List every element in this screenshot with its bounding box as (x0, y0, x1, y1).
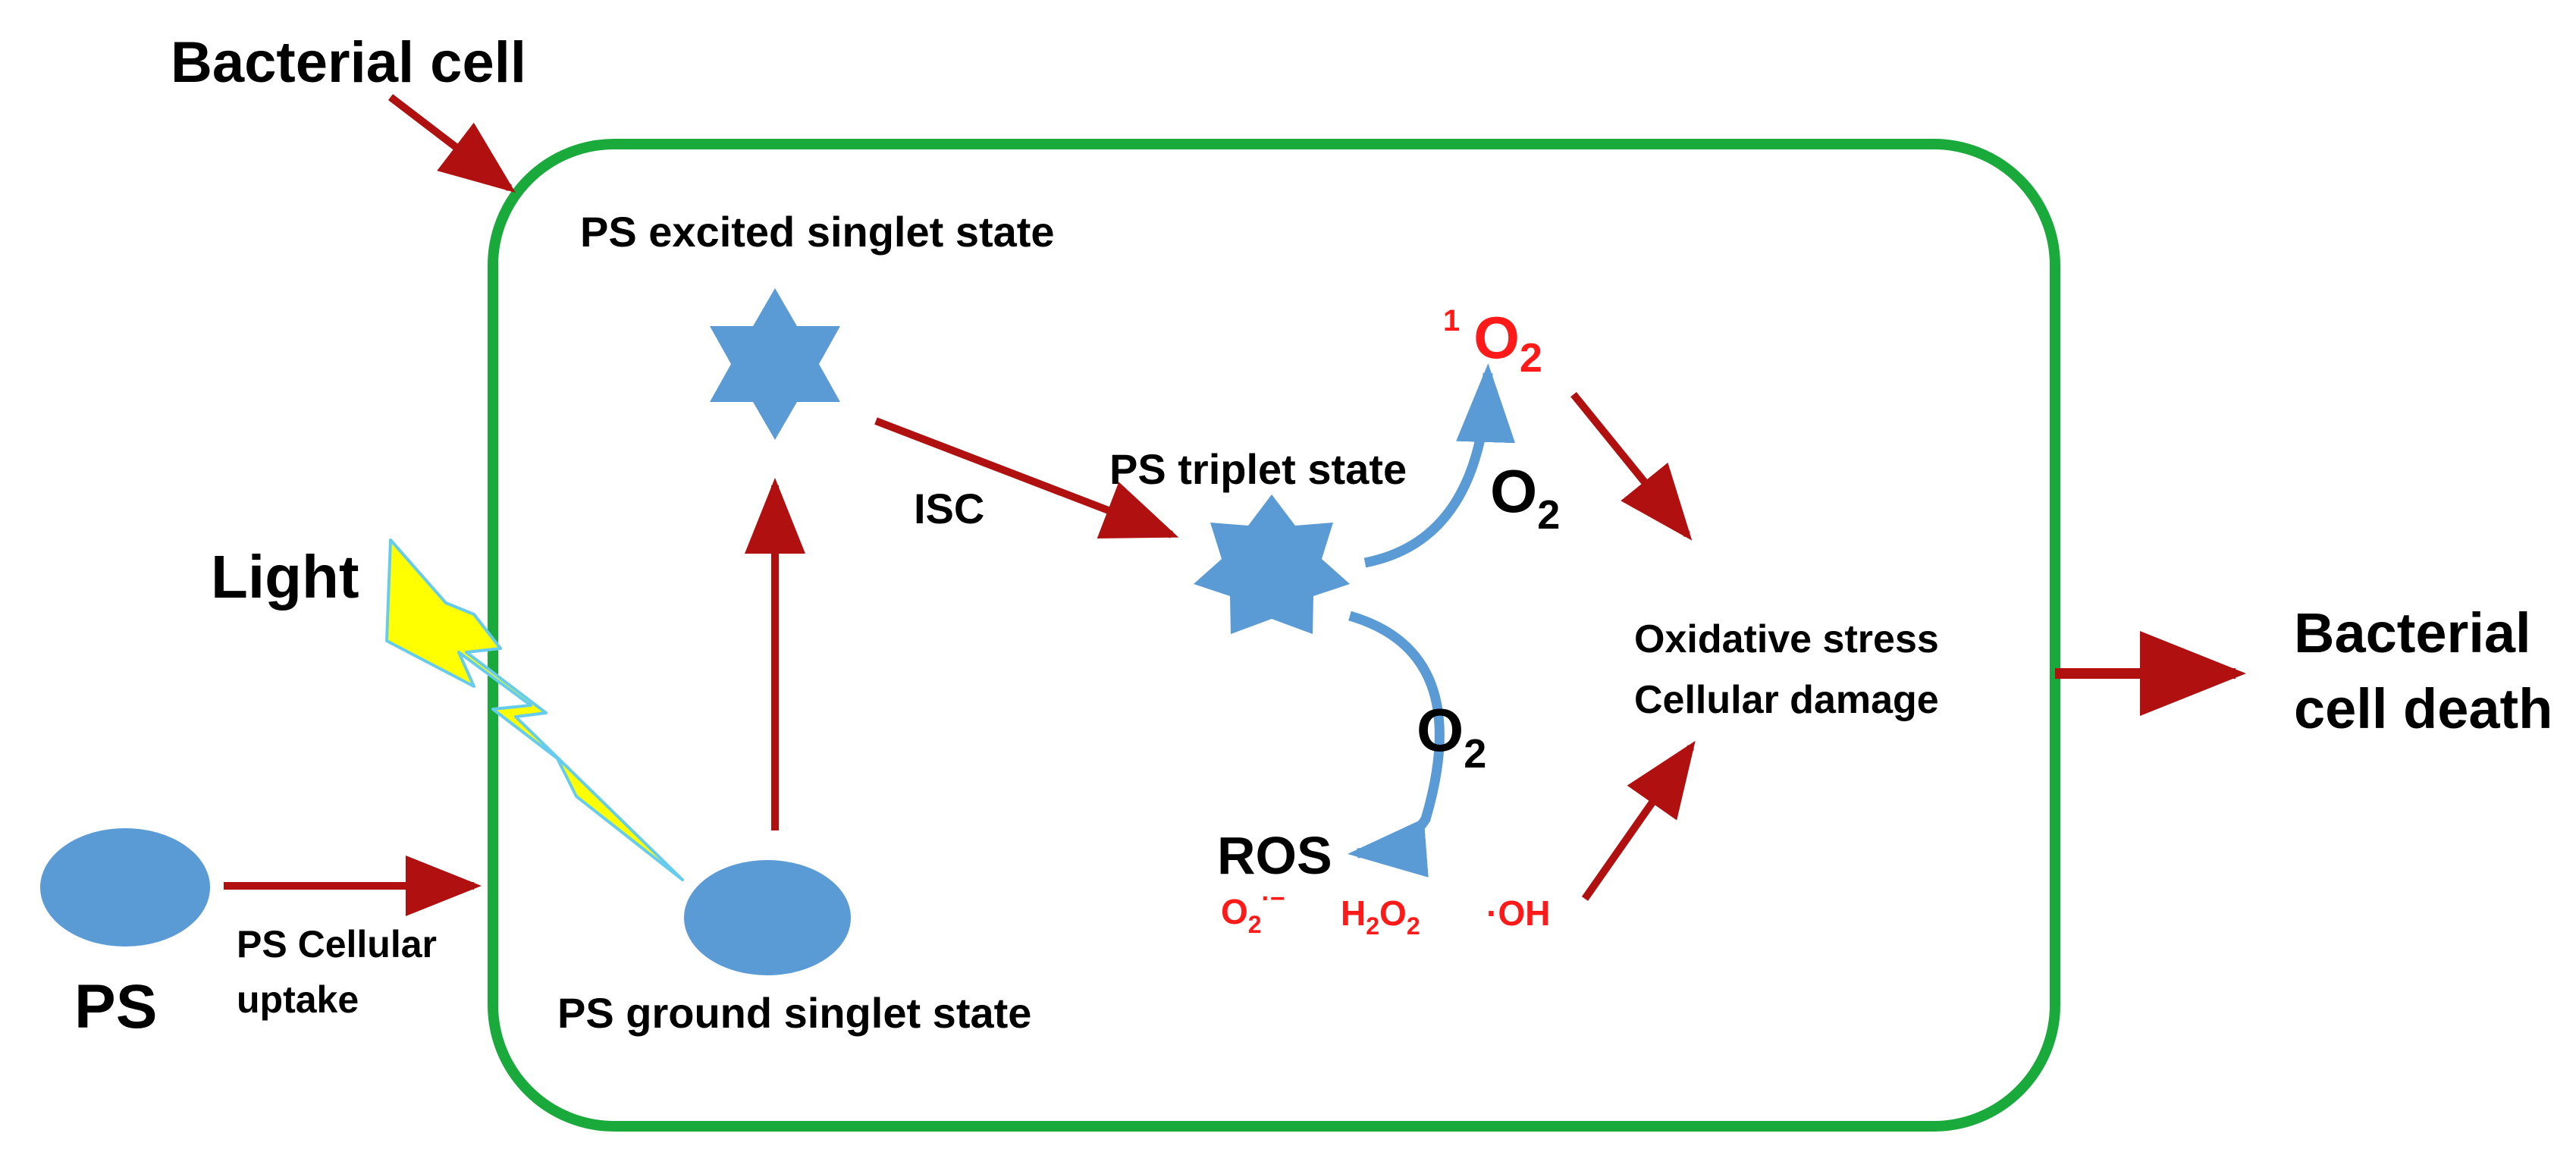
ps-molecule-outside-icon (40, 828, 210, 947)
hydroxyl-radical-label: ·OH (1486, 893, 1550, 933)
ps-excited-state-label: PS excited singlet state (580, 208, 1055, 256)
cell-death-label-line1: Bacterial (2294, 601, 2531, 664)
hydrogen-peroxide-label: H2O2 (1341, 893, 1420, 940)
ps-triplet-state-label: PS triplet state (1109, 445, 1407, 493)
ros-label: ROS (1217, 826, 1332, 885)
bacterial-cell-label: Bacterial cell (171, 30, 526, 95)
uptake-label-line1: PS Cellular (237, 923, 437, 965)
bacterial-cell-boundary (488, 139, 2060, 1132)
six-point-star-icon (710, 288, 840, 440)
ps-ground-state-label: PS ground singlet state (557, 989, 1031, 1037)
lightning-bolt-icon (385, 538, 684, 881)
superoxide-label: O2·− (1221, 884, 1285, 938)
ps-ground-state-icon (684, 860, 851, 975)
ps-label: PS (74, 972, 157, 1041)
isc-arrow (874, 417, 1179, 539)
cell-death-label-line2: cell death (2294, 677, 2552, 740)
singlet-oxygen-damage-arrow (1570, 391, 1693, 541)
light-label: Light (211, 543, 359, 611)
ros-path-arrow (1348, 611, 1445, 877)
o2-label-upper: O2 (1490, 457, 1560, 538)
hydroxyl-damage-arrow (1581, 740, 1696, 901)
isc-label: ISC (914, 485, 984, 532)
bacterial-cell-pointer-arrow (387, 94, 516, 193)
o2-label-lower: O2 (1417, 696, 1486, 777)
cellular-damage-label: Cellular damage (1634, 678, 1939, 722)
singlet-oxygen-path-arrow (1363, 363, 1516, 568)
seven-point-star-icon (1194, 494, 1350, 634)
uptake-label-line2: uptake (237, 978, 359, 1021)
oxidative-stress-label: Oxidative stress (1634, 617, 1939, 661)
